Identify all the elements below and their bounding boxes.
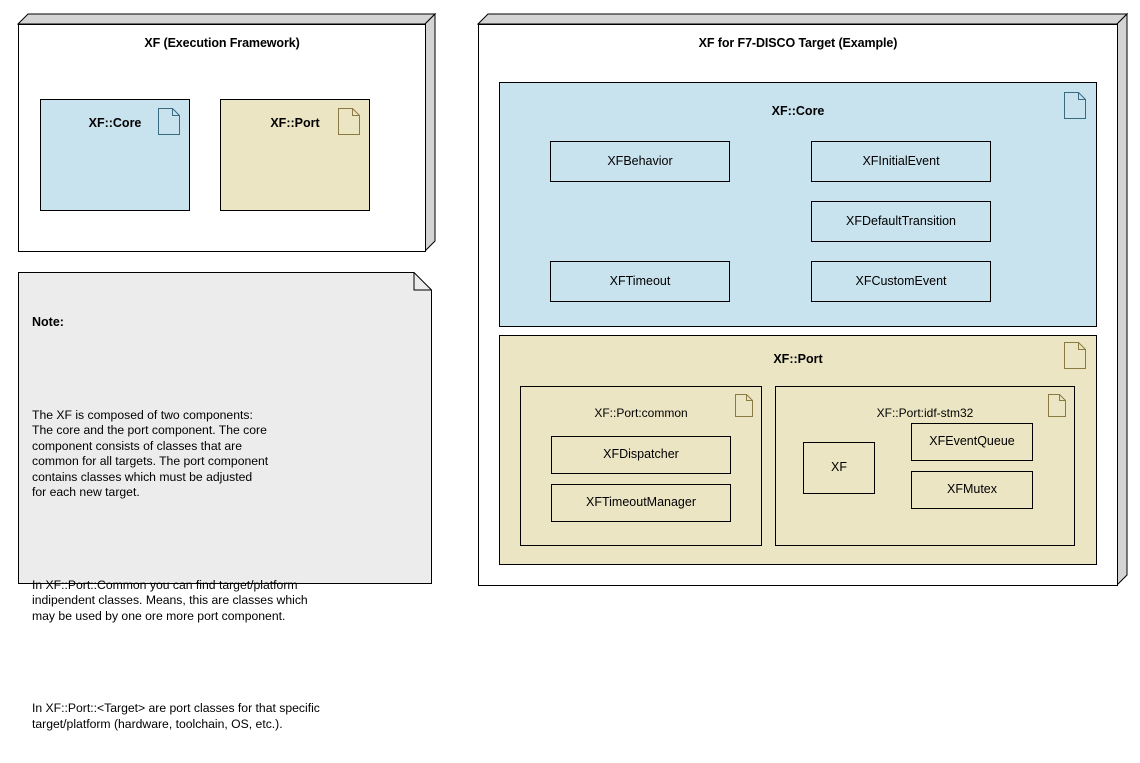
note-paragraph-2: In XF::Port::Common you can find target/…: [32, 577, 308, 623]
class-box-xfbehavior[interactable]: XFBehavior: [550, 141, 730, 182]
right-package-title: XF for F7-DISCO Target (Example): [698, 36, 898, 50]
document-icon: [735, 394, 753, 417]
note-title: Note:: [32, 315, 64, 329]
subcomponent-xf-port-common[interactable]: XF::Port:common XFDispatcher XFTimeoutMa…: [520, 386, 762, 546]
class-box-xfdefaulttransition[interactable]: XFDefaultTransition: [811, 201, 991, 242]
class-box-xfcustomevent[interactable]: XFCustomEvent: [811, 261, 991, 302]
component-xf-core-label: XF::Core: [88, 116, 142, 130]
document-icon: [1048, 394, 1066, 417]
class-box-xf[interactable]: XF: [803, 442, 875, 494]
class-box-xftimeout[interactable]: XFTimeout: [550, 261, 730, 302]
note-paragraph-3: In XF::Port::<Target> are port classes f…: [32, 701, 320, 731]
class-box-xfmutex[interactable]: XFMutex: [911, 471, 1033, 509]
component-xf-port-label: XF::Port: [270, 116, 320, 130]
class-box-xftimeoutmanager[interactable]: XFTimeoutManager: [551, 484, 731, 522]
class-box-xfinitialevent[interactable]: XFInitialEvent: [811, 141, 991, 182]
component-xf-core[interactable]: XF::Core: [40, 99, 190, 211]
left-package-xf: XF (Execution Framework) XF::Core XF::Po…: [16, 12, 437, 253]
component-xf-port-detailed[interactable]: XF::Port XF::Port:common XFDispatcher XF…: [499, 335, 1097, 565]
note-body: Note: The XF is composed of two componen…: [18, 272, 432, 731]
note-shape: [18, 272, 432, 584]
class-box-xfdispatcher[interactable]: XFDispatcher: [551, 436, 731, 474]
document-icon: [1064, 342, 1086, 369]
document-icon: [1064, 92, 1086, 119]
component-xf-port-label: XF::Port: [773, 352, 823, 366]
subcomponent-xf-port-common-label: XF::Port:common: [594, 406, 688, 420]
left-package-title: XF (Execution Framework): [144, 36, 300, 50]
note-paragraph-1: The XF is composed of two components: Th…: [32, 407, 269, 500]
subcomponent-xf-port-idf-stm32[interactable]: XF::Port:idf-stm32 XF XFEventQueue XFMut…: [775, 386, 1075, 546]
subcomponent-xf-port-idf-stm32-label: XF::Port:idf-stm32: [876, 406, 974, 420]
document-icon: [338, 108, 360, 135]
right-package-xf-f7disco: XF for F7-DISCO Target (Example) XF::Cor…: [476, 12, 1129, 587]
component-xf-core-label: XF::Core: [771, 104, 825, 118]
note-box: Note: The XF is composed of two componen…: [18, 272, 432, 731]
class-box-xfeventqueue[interactable]: XFEventQueue: [911, 423, 1033, 461]
document-icon: [158, 108, 180, 135]
component-xf-core-detailed[interactable]: XF::Core XFBehavior XFTimeout XFInitialE…: [499, 82, 1097, 327]
component-xf-port[interactable]: XF::Port: [220, 99, 370, 211]
